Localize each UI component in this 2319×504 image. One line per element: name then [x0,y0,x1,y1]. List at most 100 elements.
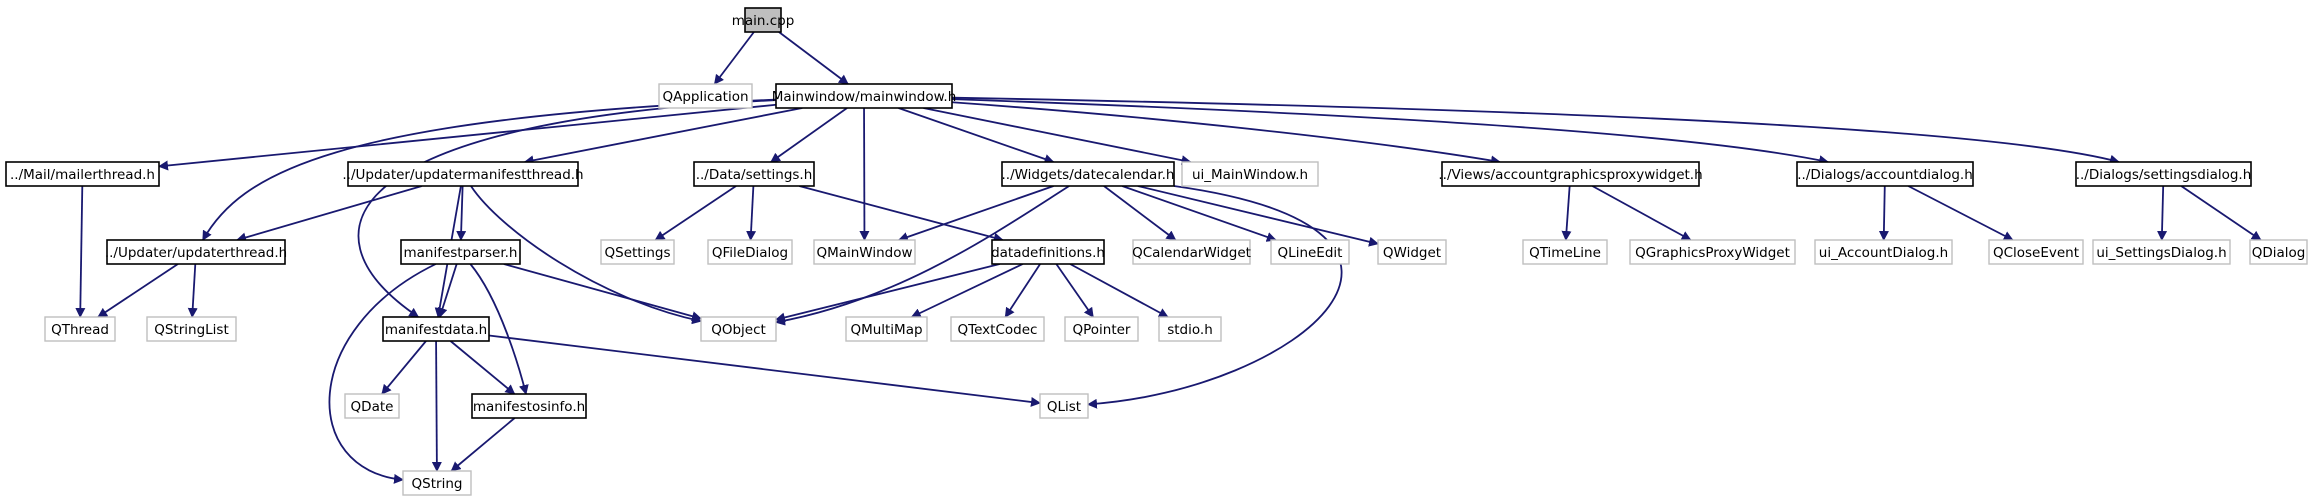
node-qapplication[interactable]: QApplication [658,83,753,109]
node-box [1132,239,1251,265]
node-ui_mainwindow[interactable]: ui_MainWindow.h [1181,161,1319,187]
edge-manifestdata-to-qstring [431,340,442,472]
node-qcalendarwidget[interactable]: QCalendarWidget [1132,239,1251,265]
edge-accountdialog-to-qcloseevent [1907,185,2014,241]
edge-main-to-mainwindow [778,31,849,85]
node-box [344,393,400,419]
edge-datadefinitions-to-stdio [1069,263,1169,318]
node-box [1629,239,1796,265]
node-label: QMultiMap [850,322,922,338]
edge-updatermanifest-to-qobject [470,185,702,325]
node-box [658,83,753,109]
node-qwidget[interactable]: QWidget [1377,239,1447,265]
edge-manifestdata-to-manifestosinfo [449,340,516,395]
node-datecalendar[interactable]: ../Widgets/datecalendar.h [1001,161,1175,187]
node-qdialog[interactable]: QDialog [2249,239,2308,265]
node-qmainwindow[interactable]: QMainWindow [813,239,916,265]
node-qdate[interactable]: QDate [344,393,400,419]
edge-manifestparser-to-manifestosinfo [469,263,529,395]
node-label: QList [1047,399,1081,415]
edge-datecalendar-to-qobject [775,185,1070,326]
edge-mainwindow-to-accountgraphics [951,101,1501,166]
node-box [693,161,815,187]
node-main[interactable]: main.cpp [732,7,795,33]
node-box [1158,316,1222,342]
node-mainwindow[interactable]: Mainwindow/mainwindow.h [772,83,957,109]
node-box [1814,239,1953,265]
node-label: QMainWindow [816,245,912,261]
node-label: QSettings [605,245,671,261]
edge-datecalendar-to-qcalendarwidget [1103,185,1177,241]
node-updaterthread[interactable]: ../Updater/updaterthread.h [105,239,287,265]
edge-manifestparser-to-qobject [503,263,702,322]
node-accountgraphics[interactable]: ../Views/accountgraphicsproxywidget.h [1438,161,1703,187]
node-box [347,161,579,187]
node-box [471,393,587,419]
edge-manifestosinfo-to-qstring [450,417,516,472]
edge-accountgraphics-to-qtimeline [1561,185,1572,241]
edge-updatermanifest-to-updaterthread [236,185,423,243]
node-manifestosinfo[interactable]: manifestosinfo.h [471,393,587,419]
node-box [1064,316,1139,342]
node-settings[interactable]: ../Data/settings.h [693,161,815,187]
node-accountdialog[interactable]: ../Dialogs/accountdialog.h [1796,161,1974,187]
node-label: ../Data/settings.h [696,167,813,183]
node-label: QDialog [2252,245,2306,261]
node-label: QObject [711,322,766,338]
node-box [5,161,160,187]
edge-settingsdialog-to-qdialog [2180,185,2262,241]
node-qgraphicsproxywidget[interactable]: QGraphicsProxyWidget [1629,239,1796,265]
node-box [44,316,116,342]
node-label: ui_AccountDialog.h [1819,245,1948,261]
node-qlist[interactable]: QList [1039,393,1089,419]
node-box [1181,161,1319,187]
node-qsettings[interactable]: QSettings [600,239,675,265]
node-mailerthread[interactable]: ../Mail/mailerthread.h [5,161,160,187]
edge-mainwindow-to-updatermanifest [523,107,803,166]
node-stdio[interactable]: stdio.h [1158,316,1222,342]
node-label: QPointer [1072,322,1130,338]
edge-datadefinitions-to-qtextcodec [1004,263,1041,318]
edge-manifestparser-to-manifestdata [437,263,458,318]
edge-updatermanifest-to-manifestparser [456,185,467,241]
edge-mainwindow-to-ui_mainwindow [923,107,1192,166]
node-qpointer[interactable]: QPointer [1064,316,1139,342]
node-qstring[interactable]: QString [402,470,472,496]
node-qthread[interactable]: QThread [44,316,116,342]
node-ui_settingsdialog[interactable]: ui_SettingsDialog.h [2092,239,2231,265]
node-qcloseevent[interactable]: QCloseEvent [1988,239,2084,265]
edge-accountdialog-to-ui_accountdialog [1878,185,1889,241]
node-qmultimap[interactable]: QMultiMap [845,316,928,342]
node-label: ../Mail/mailerthread.h [10,167,155,183]
node-box [2075,161,2252,187]
node-label: ../Widgets/datecalendar.h [1001,167,1174,183]
node-qtimeline[interactable]: QTimeLine [1522,239,1608,265]
edge-updaterthread-to-qthread [97,263,179,318]
node-qtextcodec[interactable]: QTextCodec [950,316,1045,342]
edge-layer [75,31,2262,484]
node-settingsdialog[interactable]: ../Dialogs/settingsdialog.h [2075,161,2252,187]
node-qstringlist[interactable]: QStringList [146,316,237,342]
node-qobject[interactable]: QObject [700,316,777,342]
node-manifestdata[interactable]: manifestdata.h [382,316,490,342]
node-label: ../Dialogs/settingsdialog.h [2076,167,2252,183]
node-label: QLineEdit [1278,245,1343,261]
node-box [106,239,286,265]
node-qlineedit[interactable]: QLineEdit [1270,239,1350,265]
node-label: QTimeLine [1529,245,1601,261]
node-label: QGraphicsProxyWidget [1635,245,1790,261]
node-box [845,316,928,342]
node-box [1522,239,1608,265]
node-updatermanifest[interactable]: ../Updater/updatermanifestthread.h [342,161,584,187]
edge-manifestparser-to-qstring [328,263,437,484]
node-label: ../Updater/updatermanifestthread.h [342,167,583,183]
node-manifestparser[interactable]: manifestparser.h [400,239,521,265]
edge-mainwindow-to-settings [770,107,848,163]
node-label: QWidget [1383,245,1441,261]
edge-datadefinitions-to-qmultimap [910,263,1024,318]
node-datadefinitions[interactable]: datadefinitions.h [991,239,1105,265]
node-qfiledialog[interactable]: QFileDialog [707,239,793,265]
node-ui_accountdialog[interactable]: ui_AccountDialog.h [1814,239,1953,265]
edge-updaterthread-to-qstringlist [187,263,198,318]
node-label: manifestosinfo.h [473,399,585,415]
